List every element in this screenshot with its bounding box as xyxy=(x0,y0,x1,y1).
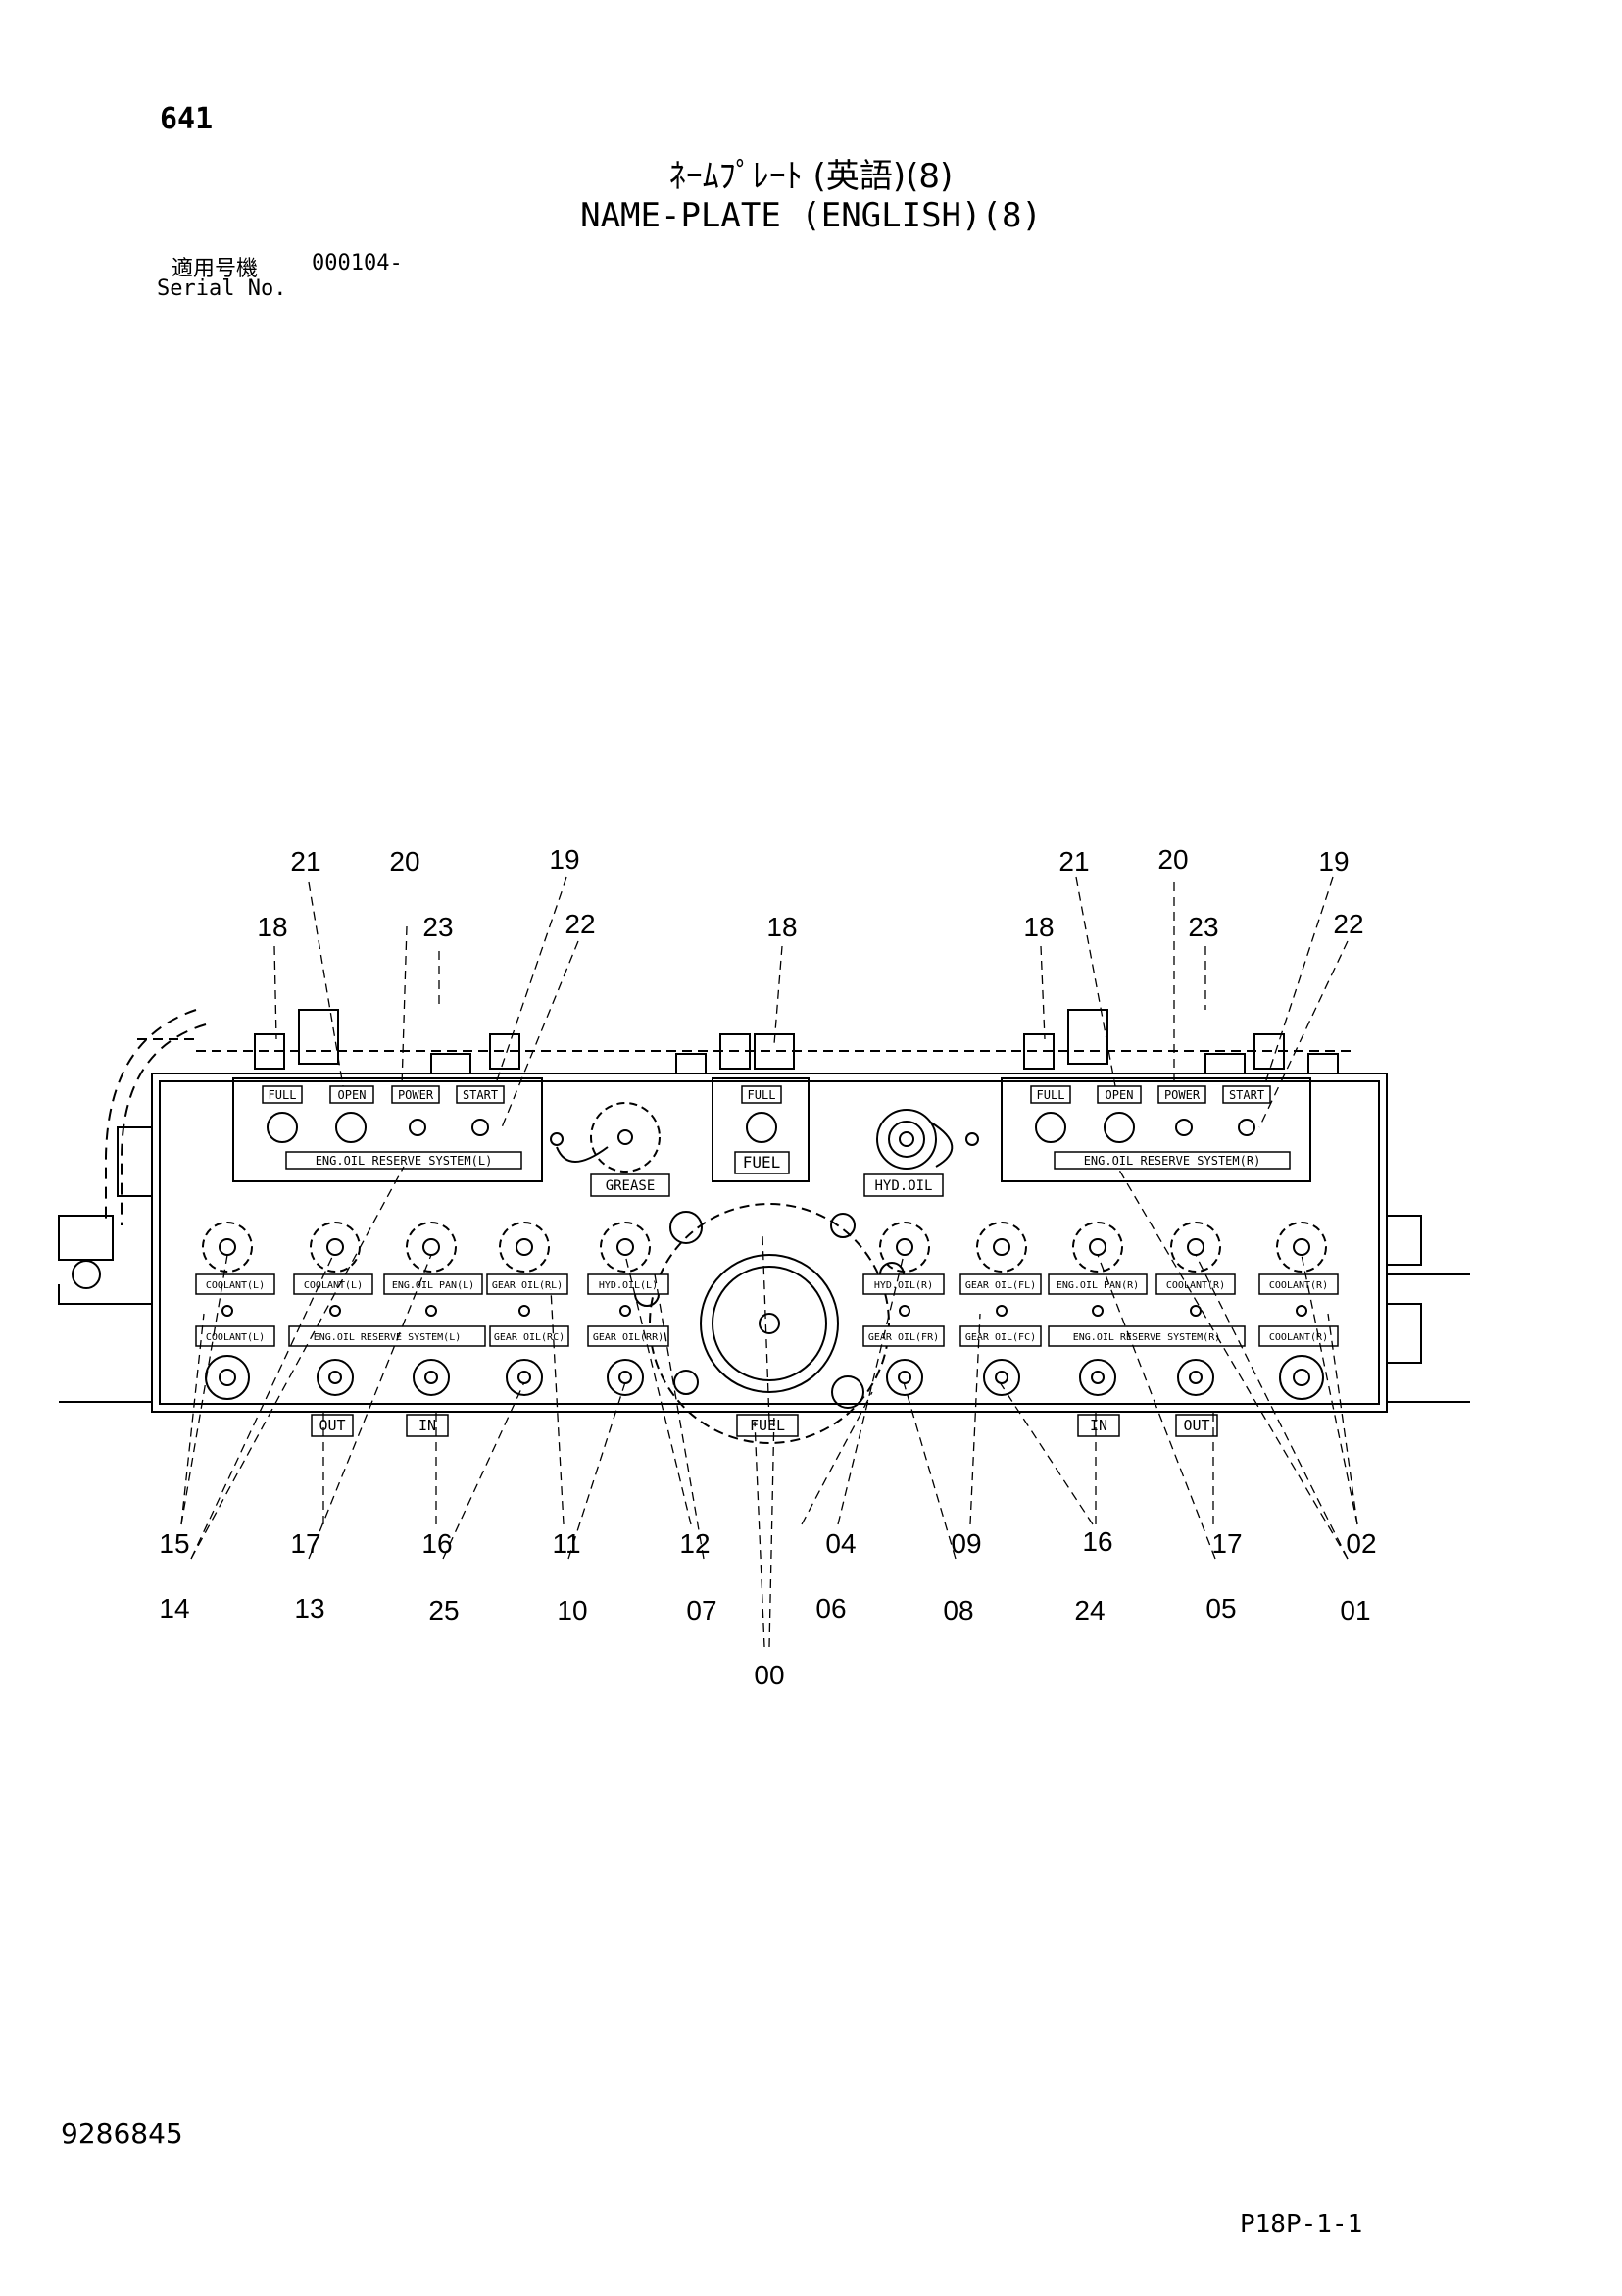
plate-power-left: POWER xyxy=(398,1088,434,1102)
callout-19-right: 19 xyxy=(1318,846,1349,876)
plate-fuel-bottom: FUEL xyxy=(750,1417,785,1434)
callout-18-left: 18 xyxy=(257,912,287,942)
plate-hyd-oil: HYD.OIL xyxy=(874,1178,932,1194)
fuel-inlet xyxy=(649,1203,890,1444)
callout-20-right: 20 xyxy=(1157,844,1188,874)
plate-gear-oil-rr: GEAR OIL(RR) xyxy=(593,1332,664,1343)
plate-in-left: IN xyxy=(418,1417,436,1434)
callout-25: 25 xyxy=(428,1595,459,1625)
plate-coolant-l2: COOLANT(L) xyxy=(304,1280,363,1291)
callout-02: 02 xyxy=(1346,1528,1376,1559)
plate-gear-oil-fl: GEAR OIL(FL) xyxy=(965,1280,1036,1291)
callout-10: 10 xyxy=(557,1595,587,1625)
plate-eng-oil-pan-l: ENG.OIL PAN(L) xyxy=(392,1280,474,1291)
plate-hyd-oil-r: HYD.OIL(R) xyxy=(874,1280,933,1291)
plate-gear-oil-fr: GEAR OIL(FR) xyxy=(868,1332,939,1343)
callout-18-center: 18 xyxy=(766,912,797,942)
plate-start-left: START xyxy=(463,1088,498,1102)
callout-18-right: 18 xyxy=(1023,912,1054,942)
callout-13: 13 xyxy=(294,1593,324,1623)
left-hose xyxy=(105,1009,197,1225)
callout-15: 15 xyxy=(159,1528,189,1559)
callout-22-right: 22 xyxy=(1333,909,1363,939)
plate-full-right: FULL xyxy=(1037,1088,1065,1102)
plate-eng-oil-pan-r: ENG.OIL PAN(R) xyxy=(1057,1280,1139,1291)
callout-17-right: 17 xyxy=(1211,1528,1242,1559)
plate-coolant-r1: COOLANT(R) xyxy=(1166,1280,1225,1291)
plate-in-right: IN xyxy=(1090,1417,1107,1434)
serial-label-japanese: 適用号機 xyxy=(172,257,259,281)
title-japanese: ﾈｰﾑﾌﾟﾚｰﾄ (英語)(8) xyxy=(668,157,954,196)
panel-fuel-center xyxy=(712,1077,810,1182)
callout-14: 14 xyxy=(159,1593,189,1623)
callout-19-left: 19 xyxy=(549,844,579,874)
callout-00: 00 xyxy=(754,1660,784,1690)
plate-reserve-right: ENG.OIL RESERVE SYSTEM(R) xyxy=(1084,1154,1261,1168)
plate-fuel-center: FUEL xyxy=(743,1153,781,1172)
callout-12: 12 xyxy=(679,1528,710,1559)
callout-16-left: 16 xyxy=(421,1528,452,1559)
panel-inner xyxy=(159,1080,1380,1405)
plate-full-center: FULL xyxy=(748,1088,776,1102)
plate-hyd-oil-l: HYD.OIL(L) xyxy=(599,1280,658,1291)
plate-reserve-left: ENG.OIL RESERVE SYSTEM(L) xyxy=(316,1154,493,1168)
callout-23-right: 23 xyxy=(1188,912,1218,942)
callout-01: 01 xyxy=(1340,1595,1370,1625)
callout-23-left: 23 xyxy=(422,912,453,942)
left-bracket-2 xyxy=(117,1126,153,1197)
title-english: NAME-PLATE (ENGLISH)(8) xyxy=(580,196,1042,235)
plate-out-right: OUT xyxy=(1183,1417,1209,1434)
plate-coolant-l1: COOLANT(L) xyxy=(206,1280,265,1291)
left-bracket xyxy=(58,1215,114,1261)
plate-coolant-l3: COOLANT(L) xyxy=(206,1332,265,1343)
right-bracket xyxy=(1386,1215,1422,1266)
callout-16-right: 16 xyxy=(1082,1526,1112,1557)
callout-05: 05 xyxy=(1205,1593,1236,1623)
plate-gear-oil-rc: GEAR OIL(RC) xyxy=(494,1332,565,1343)
callout-09: 09 xyxy=(951,1528,981,1559)
plate-open-right: OPEN xyxy=(1106,1088,1134,1102)
serial-label-english: Serial No. xyxy=(157,276,287,301)
plate-full-left: FULL xyxy=(269,1088,297,1102)
callout-04: 04 xyxy=(825,1528,856,1559)
plate-coolant-r3: COOLANT(R) xyxy=(1269,1332,1328,1343)
plate-eng-oil-reserve-l: ENG.OIL RESERVE SYSTEM(L) xyxy=(314,1332,462,1343)
callout-21-left: 21 xyxy=(290,846,320,876)
panel-reserve-right xyxy=(1001,1077,1311,1182)
plate-grease: GREASE xyxy=(606,1178,656,1194)
serial-value: 000104- xyxy=(312,251,403,275)
right-bracket-2 xyxy=(1386,1303,1422,1364)
callout-11: 11 xyxy=(552,1528,580,1559)
panel-reserve-left xyxy=(232,1077,543,1182)
plate-gear-oil-fc: GEAR OIL(FC) xyxy=(965,1332,1036,1343)
callout-08: 08 xyxy=(943,1595,973,1625)
plate-open-left: OPEN xyxy=(338,1088,367,1102)
callout-21-right: 21 xyxy=(1058,846,1089,876)
callout-20-left: 20 xyxy=(389,846,419,876)
plate-eng-oil-reserve-r: ENG.OIL RESERVE SYSTEM(R) xyxy=(1073,1332,1221,1343)
plate-power-right: POWER xyxy=(1164,1088,1201,1102)
plate-gear-oil-rl: GEAR OIL(RL) xyxy=(492,1280,563,1291)
plate-out-left: OUT xyxy=(319,1417,345,1434)
document-number: 9286845 xyxy=(61,2118,183,2150)
left-frame xyxy=(58,1284,152,1305)
page-number: 641 xyxy=(160,102,214,136)
left-fitting xyxy=(72,1260,101,1289)
sheet-reference: P18P-1-1 xyxy=(1240,2210,1363,2239)
callout-24: 24 xyxy=(1074,1595,1105,1625)
plate-coolant-r2: COOLANT(R) xyxy=(1269,1280,1328,1291)
callout-07: 07 xyxy=(686,1595,716,1625)
plate-start-right: START xyxy=(1229,1088,1264,1102)
callout-06: 06 xyxy=(815,1593,846,1623)
left-hose-2 xyxy=(121,1023,207,1225)
callout-17-left: 17 xyxy=(290,1528,320,1559)
callout-22-left: 22 xyxy=(565,909,595,939)
